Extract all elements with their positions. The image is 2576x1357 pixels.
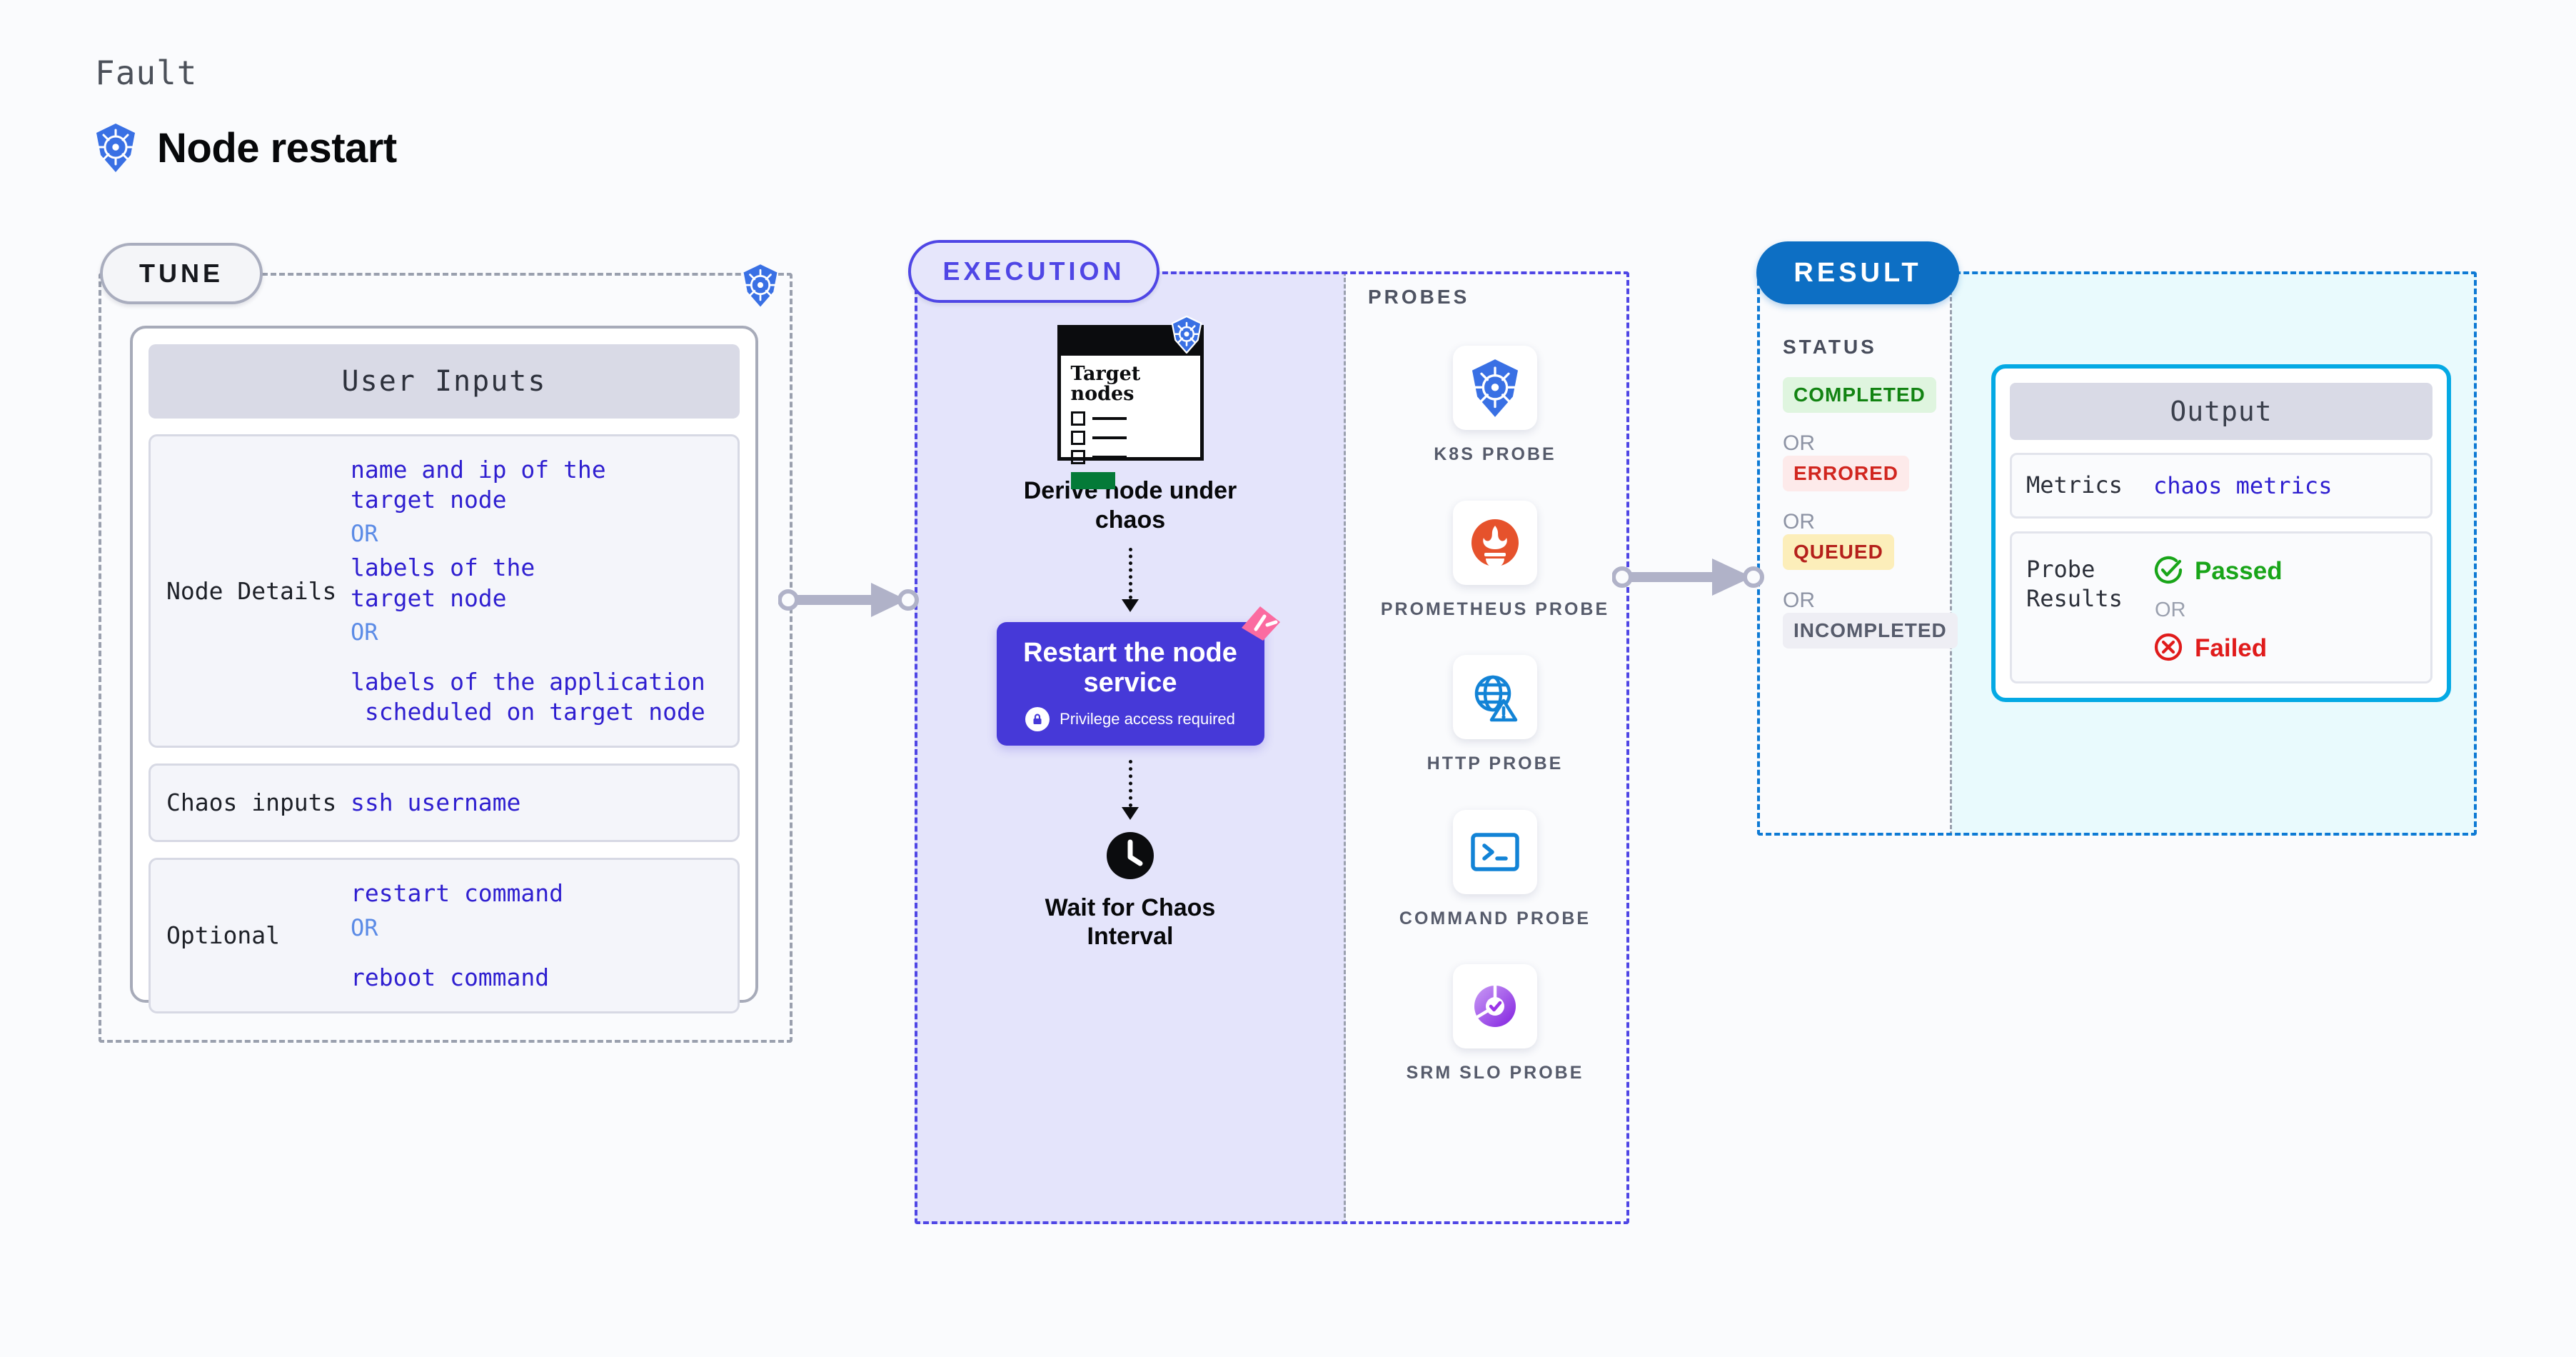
passed-label: Passed (2195, 557, 2283, 586)
user-inputs-header: User Inputs (149, 344, 740, 419)
status-or: OR (1783, 589, 1815, 612)
kubernetes-icon (93, 123, 139, 173)
output-value: chaos metrics (2153, 471, 2333, 499)
checkbox-icon (1070, 430, 1085, 445)
probe-label: HTTP PROBE (1427, 753, 1564, 773)
status-badge-queued: QUEUED (1783, 534, 1894, 570)
probe-http[interactable]: HTTP PROBE (1427, 655, 1564, 776)
page-title: Node restart (93, 123, 397, 173)
x-circle-icon (2153, 632, 2183, 666)
probe-prometheus[interactable]: PROMETHEUS PROBE (1380, 500, 1610, 621)
status-or: OR (1783, 510, 1815, 534)
row-value: reboot command (351, 963, 550, 991)
row-label: Chaos inputs (166, 788, 337, 817)
list-item (1070, 430, 1190, 445)
kubernetes-icon (1169, 315, 1204, 357)
connector-execution-to-result (1611, 549, 1766, 609)
probes-column: PROBES K8S PROBE (1362, 286, 1628, 1085)
probe-result-passed: Passed (2153, 555, 2283, 589)
probe-label: PROMETHEUS PROBE (1380, 599, 1610, 619)
result-badge: RESULT (1756, 241, 1959, 304)
kubernetes-icon (1452, 346, 1537, 430)
fault-eyebrow: Fault (95, 54, 198, 92)
probe-label: K8S PROBE (1434, 444, 1556, 464)
failed-label: Failed (2195, 634, 2268, 663)
checkbox-list (1070, 411, 1190, 464)
connector-tune-to-execution (778, 571, 921, 632)
lock-icon (1025, 706, 1050, 731)
status-badge-errored: ERRORED (1783, 456, 1910, 491)
probe-result-failed: Failed (2153, 632, 2283, 666)
probes-title: PROBES (1368, 286, 1470, 308)
probe-label: SRM SLO PROBE (1406, 1063, 1584, 1083)
probe-command[interactable]: COMMAND PROBE (1399, 809, 1591, 931)
probe-result-or: OR (2155, 598, 2186, 621)
result-divider (1950, 271, 1952, 836)
progress-bar (1070, 471, 1115, 489)
tune-user-inputs-card: User Inputs Node Details name and ip of … (130, 326, 758, 1013)
kubernetes-icon (740, 263, 781, 312)
row-label: Node Details (166, 576, 337, 605)
row-value: labels of the target node (351, 554, 535, 612)
input-row-chaos-inputs[interactable]: Chaos inputs ssh username (149, 763, 740, 843)
check-circle-icon (2153, 555, 2183, 589)
row-value: ssh username (351, 788, 521, 817)
row-or: OR (351, 520, 378, 548)
probe-label: COMMAND PROBE (1399, 908, 1591, 928)
prometheus-icon (1452, 500, 1537, 585)
output-header: Output (2010, 383, 2432, 440)
list-item (1070, 449, 1190, 464)
flag-ribbon-icon (1239, 604, 1283, 647)
input-row-optional[interactable]: Optional restart command OR reboot comma… (149, 858, 740, 1013)
clock-icon (1106, 831, 1154, 883)
privilege-note: Privilege access required (1025, 706, 1235, 731)
checkbox-icon (1070, 411, 1085, 426)
input-row-node-details[interactable]: Node Details name and ip of the target n… (149, 434, 740, 748)
row-value: labels of the application scheduled on t… (351, 667, 705, 726)
result-panel-frame (1757, 271, 2477, 836)
execution-badge: EXECUTION (908, 240, 1159, 303)
privilege-text: Privilege access required (1060, 709, 1235, 728)
row-label: Optional (166, 921, 280, 949)
status-or: OR (1783, 431, 1815, 455)
probe-k8s[interactable]: K8S PROBE (1434, 346, 1556, 466)
execution-panel-frame (915, 271, 1629, 1224)
row-value: name and ip of the target node (351, 456, 606, 514)
result-status-column: STATUS COMPLETED OR ERRORED OR QUEUED OR… (1783, 336, 1958, 649)
flow-arrow-2 (1122, 759, 1139, 820)
srm-slo-icon (1453, 964, 1537, 1048)
row-value: restart command (351, 879, 564, 908)
flow-arrow-1 (1122, 547, 1139, 612)
output-row-metrics[interactable]: Metrics chaos metrics (2010, 453, 2432, 519)
tune-panel-frame (99, 273, 793, 1043)
status-badge-completed: COMPLETED (1783, 377, 1936, 413)
status-badge-incompleted: INCOMPLETED (1783, 613, 1958, 649)
tune-badge: TUNE (100, 243, 263, 304)
globe-warning-icon (1452, 655, 1537, 739)
list-item (1070, 411, 1190, 426)
checkbox-icon (1070, 449, 1085, 464)
row-or: OR (351, 913, 378, 941)
terminal-icon (1452, 809, 1537, 894)
page-title-text: Node restart (157, 124, 397, 171)
row-or: OR (351, 618, 378, 646)
status-title: STATUS (1783, 336, 1877, 358)
output-label: Metrics (2026, 471, 2123, 499)
probe-srm-slo[interactable]: SRM SLO PROBE (1407, 964, 1584, 1085)
